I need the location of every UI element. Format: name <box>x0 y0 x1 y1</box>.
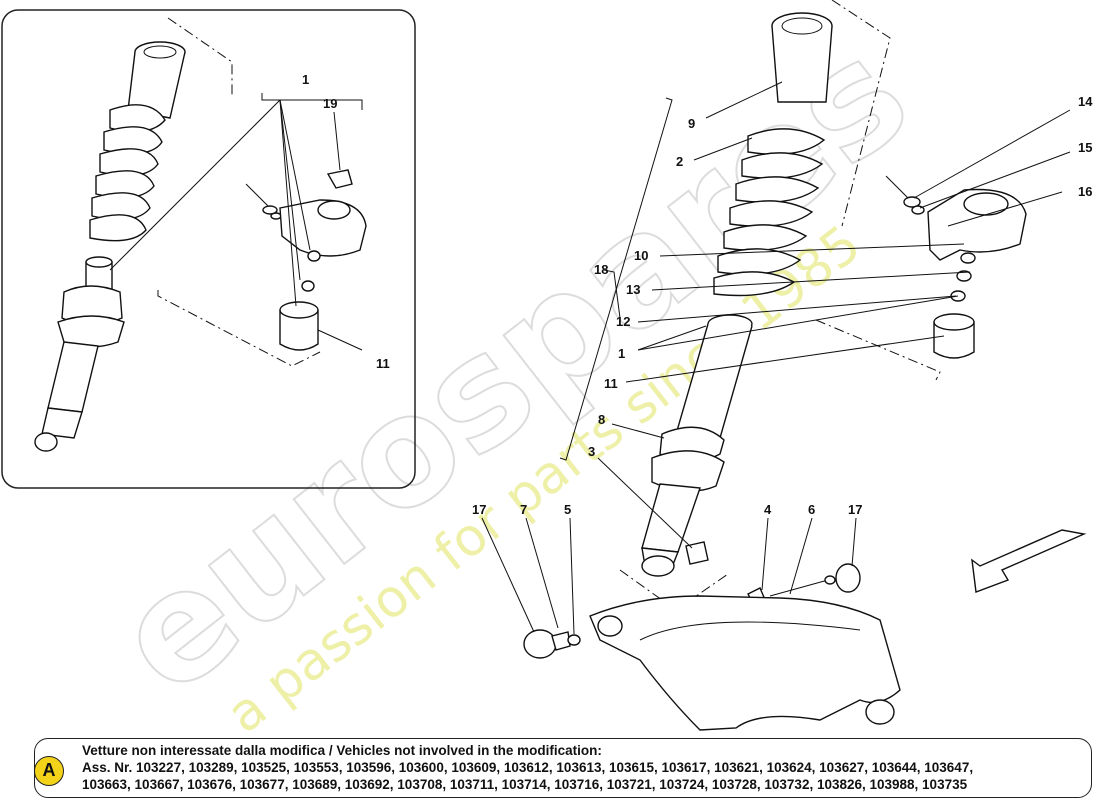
callout-top-mount: 16 <box>1078 184 1092 199</box>
inset-callout-bracket: 19 <box>323 96 337 111</box>
note-badge: A <box>34 756 64 786</box>
inset-callout-bump-stop: 11 <box>376 356 390 371</box>
inset-hardware-drawing <box>157 169 367 367</box>
callout-nut-12: 12 <box>616 314 630 329</box>
main-spring <box>713 128 826 297</box>
inset-shock-absorber-drawing <box>34 17 233 452</box>
inset-panel: 1 19 11 <box>1 9 416 489</box>
modification-note-box <box>34 738 1092 798</box>
callout-assembly: 18 <box>594 262 608 277</box>
callout-kit: 1 <box>618 346 625 361</box>
inset-spring <box>89 104 166 242</box>
lower-control-arm <box>589 595 901 731</box>
callout-bump-stop: 11 <box>604 376 618 391</box>
direction-arrow-icon <box>971 529 1087 593</box>
note-line-assembly-numbers-2: 103663, 103667, 103676, 103677, 103689, … <box>82 777 968 792</box>
callout-washer-5: 5 <box>564 502 571 517</box>
callout-nut-4: 4 <box>764 502 772 517</box>
callout-collar: 10 <box>634 248 648 263</box>
note-line-assembly-numbers-1: Ass. Nr. 103227, 103289, 103525, 103553,… <box>82 760 974 775</box>
modification-note-text: Vetture non interessate dalla modifica /… <box>82 742 1088 793</box>
callout-bolt-14: 14 <box>1078 94 1093 109</box>
callout-spring: 2 <box>676 154 683 169</box>
callout-shock-bolt: 3 <box>588 444 595 459</box>
callout-ring: 8 <box>598 412 605 427</box>
callout-bolt-6: 6 <box>808 502 815 517</box>
callout-spring-seat: 9 <box>688 116 695 131</box>
main-callouts: 9 2 18 10 13 12 1 11 8 3 14 15 16 17 7 5… <box>472 94 1093 517</box>
note-line-heading: Vetture non interessate dalla modifica /… <box>82 743 602 758</box>
main-shock-absorber-drawing <box>481 0 1087 731</box>
inset-callout-kit: 1 <box>302 72 309 87</box>
inset-frame <box>1 9 416 489</box>
callout-cap-right: 17 <box>848 502 862 517</box>
callout-washer-13: 13 <box>626 282 640 297</box>
callout-cap-left: 17 <box>472 502 486 517</box>
callout-washer-15: 15 <box>1078 140 1092 155</box>
callout-bush-7: 7 <box>520 502 527 517</box>
